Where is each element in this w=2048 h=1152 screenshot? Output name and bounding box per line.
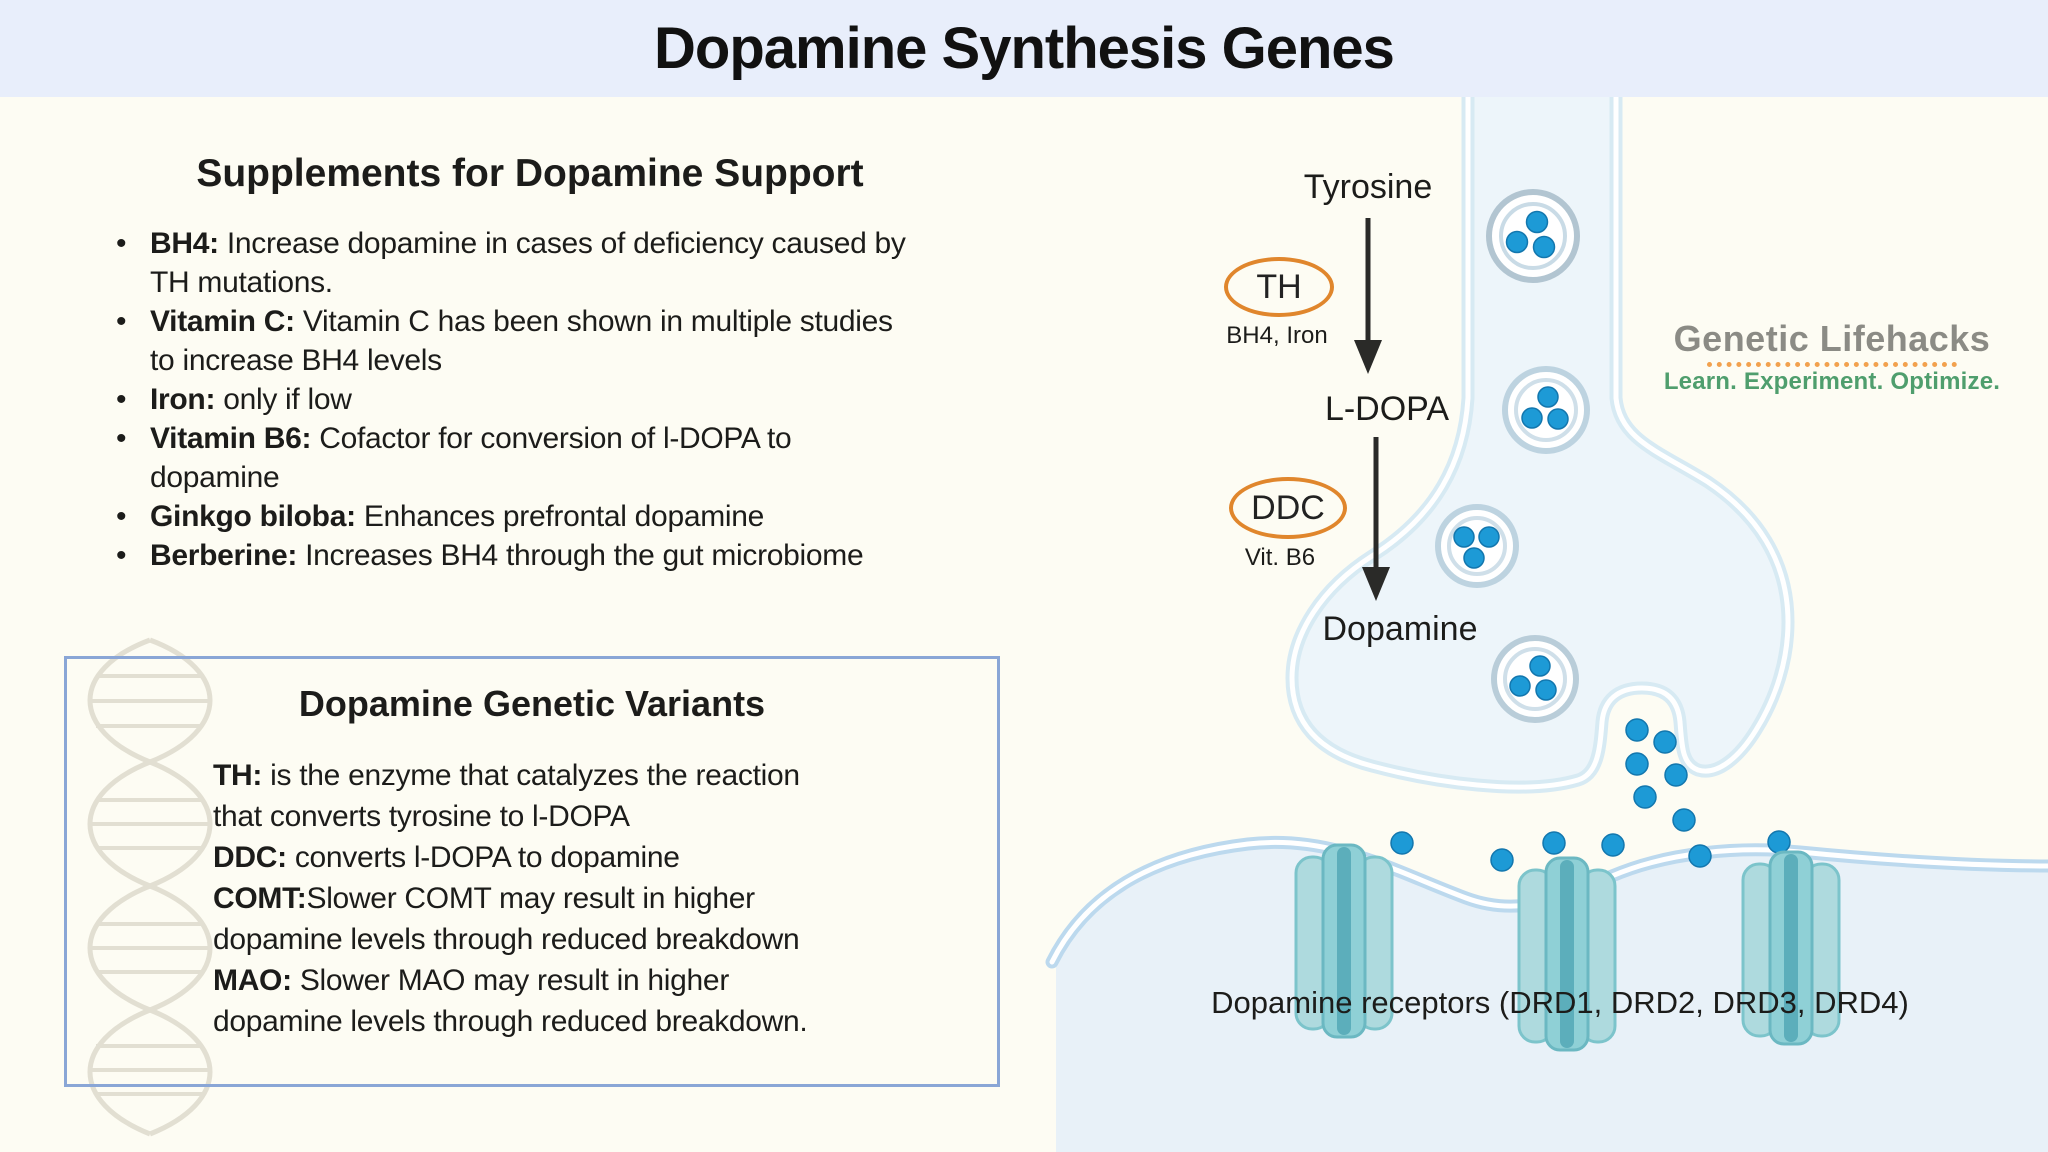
supplement-term: Berberine: (150, 539, 298, 572)
dopamine-molecule-icon (1390, 718, 1791, 872)
supplement-term: Iron: (150, 383, 216, 416)
supplement-desc: Vitamin C has been shown in multiple stu… (150, 305, 893, 377)
supplement-item: BH4: Increase dopamine in cases of defic… (104, 224, 1004, 302)
variant-desc: converts l-DOPA to dopamine (286, 841, 680, 874)
supplement-item: Vitamin C: Vitamin C has been shown in m… (104, 302, 1004, 380)
variant-term: MAO: (213, 964, 292, 997)
variant-term: TH: (213, 759, 263, 792)
variant-desc: is the enzyme that catalyzes the reactio… (213, 759, 800, 833)
logo-tagline: Learn. Experiment. Optimize. (1663, 368, 2001, 395)
vesicle-icon (1486, 189, 1580, 283)
supplement-term: Vitamin C: (150, 305, 295, 338)
supplements-heading: Supplements for Dopamine Support (196, 152, 864, 195)
supplement-term: Ginkgo biloba: (150, 500, 356, 533)
supplement-desc: Cofactor for conversion of l-DOPA to dop… (150, 422, 792, 494)
vesicle-icon (1502, 366, 1590, 454)
supplements-list: BH4: Increase dopamine in cases of defic… (104, 224, 1004, 575)
supplement-term: Vitamin B6: (150, 422, 312, 455)
receptor-icon (1517, 856, 1617, 1052)
tyrosine-label: Tyrosine (1303, 168, 1433, 206)
supplement-desc: Increase dopamine in cases of deficiency… (150, 227, 906, 299)
title-banner: Dopamine Synthesis Genes (0, 0, 2048, 97)
receptor-icon (1741, 850, 1841, 1046)
dopamine-receptors-label: Dopamine receptors (DRD1, DRD2, DRD3, DR… (1211, 985, 1909, 1020)
arrow-tyrosine-to-ldopa (1354, 218, 1382, 374)
arrow-ldopa-to-dopamine (1362, 437, 1390, 601)
variant-desc: Slower COMT may result in higher dopamin… (213, 882, 800, 956)
variant-item: TH: is the enzyme that catalyzes the rea… (213, 755, 913, 837)
th-cofactors-label: BH4, Iron (1226, 322, 1328, 349)
th-enzyme-oval: TH (1224, 257, 1334, 317)
receptor-icon (1294, 843, 1394, 1039)
ddc-enzyme-oval: DDC (1229, 477, 1347, 539)
supplement-item: Ginkgo biloba: Enhances prefrontal dopam… (104, 497, 1004, 536)
variant-desc: Slower MAO may result in higher dopamine… (213, 964, 808, 1038)
dopamine-label: Dopamine (1322, 610, 1478, 648)
logo-brand-text: Genetic Lifehacks (1673, 318, 1991, 359)
variant-item: DDC: converts l-DOPA to dopamine (213, 837, 913, 878)
supplement-item: Vitamin B6: Cofactor for conversion of l… (104, 419, 1004, 497)
dna-helix-icon (87, 637, 213, 1137)
supplement-item: Iron: only if low (104, 380, 1004, 419)
variants-text: TH: is the enzyme that catalyzes the rea… (213, 755, 913, 1042)
supplement-desc: Increases BH4 through the gut microbiome (297, 539, 864, 572)
supplement-item: Berberine: Increases BH4 through the gut… (104, 536, 1004, 575)
th-enzyme-label: TH (1256, 267, 1302, 306)
variant-term: COMT: (213, 882, 307, 915)
variants-heading: Dopamine Genetic Variants (298, 683, 766, 724)
variant-item: MAO: Slower MAO may result in higher dop… (213, 960, 913, 1042)
page-title: Dopamine Synthesis Genes (654, 16, 1395, 81)
vesicle-icon (1435, 504, 1519, 588)
genetic-variants-box: Dopamine Genetic Variants TH: is the enz… (64, 656, 1000, 1087)
variant-term: DDC: (213, 841, 287, 874)
genetic-lifehacks-logo: Genetic Lifehacks Learn. Experiment. Opt… (1662, 318, 2002, 396)
vesicle-icon (1491, 635, 1579, 723)
ddc-enzyme-label: DDC (1251, 488, 1325, 527)
supplement-term: BH4: (150, 227, 219, 260)
logo-dotted-divider-icon (1707, 362, 1957, 367)
supplement-desc: Enhances prefrontal dopamine (355, 500, 765, 533)
supplement-desc: only if low (215, 383, 352, 416)
variant-item: COMT:Slower COMT may result in higher do… (213, 878, 913, 960)
ddc-cofactors-label: Vit. B6 (1244, 544, 1316, 571)
ldopa-label: L-DOPA (1324, 390, 1450, 428)
